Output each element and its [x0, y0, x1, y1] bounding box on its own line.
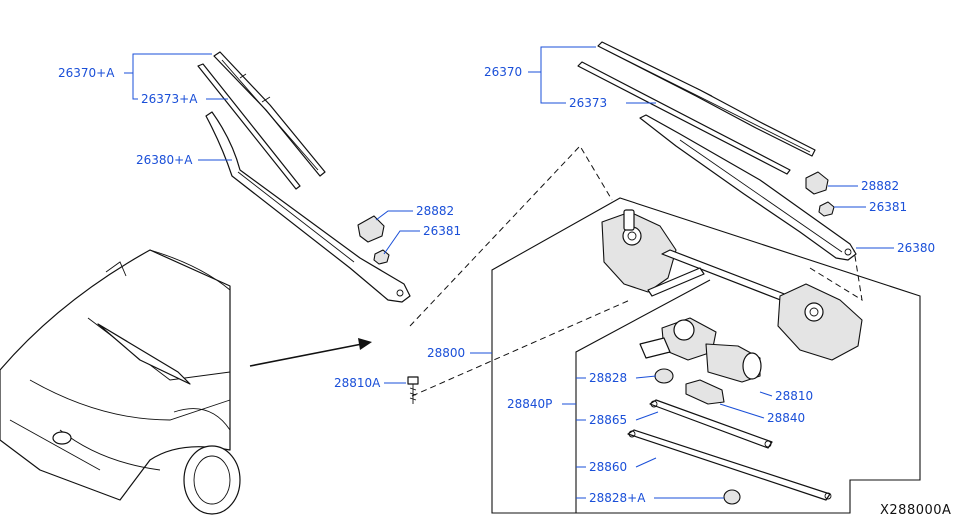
- vehicle-to-linkage-arrow: [249, 338, 372, 367]
- linkage-main-rod: [647, 249, 801, 307]
- left-cap-28882: [357, 215, 385, 243]
- left-wiper-arm: [205, 111, 411, 303]
- bushing-28828: [654, 368, 674, 384]
- callout-labels: 26370+A 26373+A 26380+A 28882 26381 2637…: [58, 65, 951, 518]
- callout-26380: 26380: [897, 241, 935, 255]
- left-wiper-blade-assembly: [213, 51, 326, 177]
- callout-leaders: [124, 46, 894, 499]
- right-cap-28882: [805, 171, 829, 195]
- callout-28810: 28810: [775, 389, 813, 403]
- vehicle-illustration: [0, 249, 241, 515]
- left-wiper-refill: [197, 63, 301, 190]
- callout-28828: 28828: [589, 371, 627, 385]
- callout-28800: 28800: [427, 346, 465, 360]
- callout-28828a: 28828+A: [589, 491, 646, 505]
- callout-28840: 28840: [767, 411, 805, 425]
- left-nut-26381: [373, 249, 390, 265]
- callout-26370a: 26370+A: [58, 66, 115, 80]
- right-wiper-refill: [577, 61, 791, 175]
- linkage-assembly-frame: [491, 197, 921, 514]
- diagram-code: X288000A: [880, 503, 951, 518]
- callout-26373: 26373: [569, 96, 607, 110]
- right-wiper-arm: [639, 114, 857, 261]
- callout-28860: 28860: [589, 460, 627, 474]
- right-nut-26381: [818, 201, 835, 217]
- link-rod-28865: [649, 399, 773, 449]
- linkage-pivot-left: [601, 209, 677, 293]
- bushing-28828a: [723, 489, 741, 505]
- callout-26370: 26370: [484, 65, 522, 79]
- linkage-pivot-right: [777, 283, 863, 361]
- wiper-motor: [639, 317, 762, 383]
- callout-26373a: 26373+A: [141, 92, 198, 106]
- link-rod-28860: [627, 429, 832, 501]
- callout-26380a: 26380+A: [136, 153, 193, 167]
- callout-28882-left: 28882: [416, 204, 454, 218]
- bracket-28840: [685, 379, 725, 405]
- right-wiper-blade-assembly: [597, 41, 816, 157]
- callout-28865: 28865: [589, 413, 627, 427]
- callout-28840p: 28840P: [507, 397, 552, 411]
- callout-28882-right: 28882: [861, 179, 899, 193]
- callout-28810a: 28810A: [334, 376, 381, 390]
- callout-26381-left: 26381: [423, 224, 461, 238]
- bolt-28810a: [407, 376, 419, 404]
- dashed-leader-lines: [409, 145, 863, 397]
- callout-26381-right: 26381: [869, 200, 907, 214]
